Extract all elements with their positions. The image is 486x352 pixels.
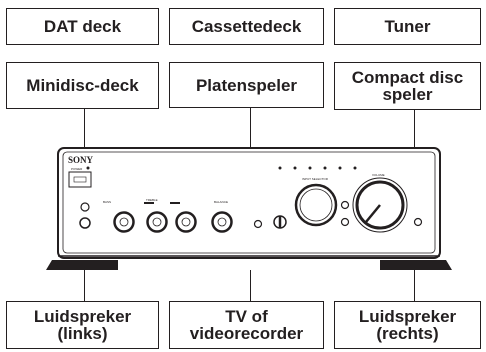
- tape-monitor-button: [340, 217, 350, 227]
- component-dat-deck: DAT deck: [6, 8, 159, 45]
- standby-indicator: [86, 166, 90, 170]
- component-luidspreker-links: Luidspreker (links): [6, 301, 159, 349]
- volume-dial-pointer: [365, 204, 381, 223]
- connector-minidisc: [84, 109, 86, 147]
- treble-caption: TREBLE: [146, 198, 158, 202]
- balance-caption: BALANCE: [214, 200, 228, 204]
- tone-knob: [175, 211, 197, 233]
- power-button: [68, 171, 92, 188]
- headphone-jack: [80, 202, 90, 212]
- component-platenspeler: Platenspeler: [169, 62, 324, 108]
- component-luidspreker-rechts: Luidspreker (rechts): [334, 301, 481, 349]
- source-direct-button: [253, 219, 263, 229]
- connector-platenspeler: [250, 108, 252, 148]
- volume-caption: VOLUME: [372, 173, 385, 177]
- component-tv-of-videorecorder: TV of videorecorder: [169, 301, 324, 349]
- speaker-selector-button: [79, 217, 91, 229]
- bass-caption: BASS: [103, 200, 111, 204]
- power-caption: POWER: [71, 167, 83, 171]
- dimmer-button: [340, 200, 350, 210]
- amplifier-front-panel: [62, 151, 436, 254]
- component-tuner: Tuner: [334, 8, 481, 45]
- input-indicator-leds: [278, 166, 357, 170]
- treble-knob: [146, 211, 168, 233]
- connector-tv: [250, 270, 252, 301]
- mute-button: [413, 217, 423, 227]
- input-selector-dial: [294, 183, 338, 227]
- amplifier-foot-left: [46, 260, 118, 270]
- component-cassettedeck: Cassettedeck: [169, 8, 324, 45]
- component-minidisc-deck: Minidisc-deck: [6, 62, 159, 109]
- connector-cd: [414, 110, 416, 148]
- component-compact-disc-speler: Compact disc speler: [334, 62, 481, 110]
- amplifier-foot-right: [380, 260, 452, 270]
- bass-knob: [113, 211, 135, 233]
- connector-speaker-right: [414, 266, 416, 301]
- connector-speaker-left: [84, 260, 86, 301]
- balance-knob: [211, 211, 233, 233]
- input-selector-caption: INPUT SELECTOR: [302, 177, 329, 181]
- brand-logo: SONY: [68, 155, 94, 165]
- power-button-inner: [73, 176, 87, 183]
